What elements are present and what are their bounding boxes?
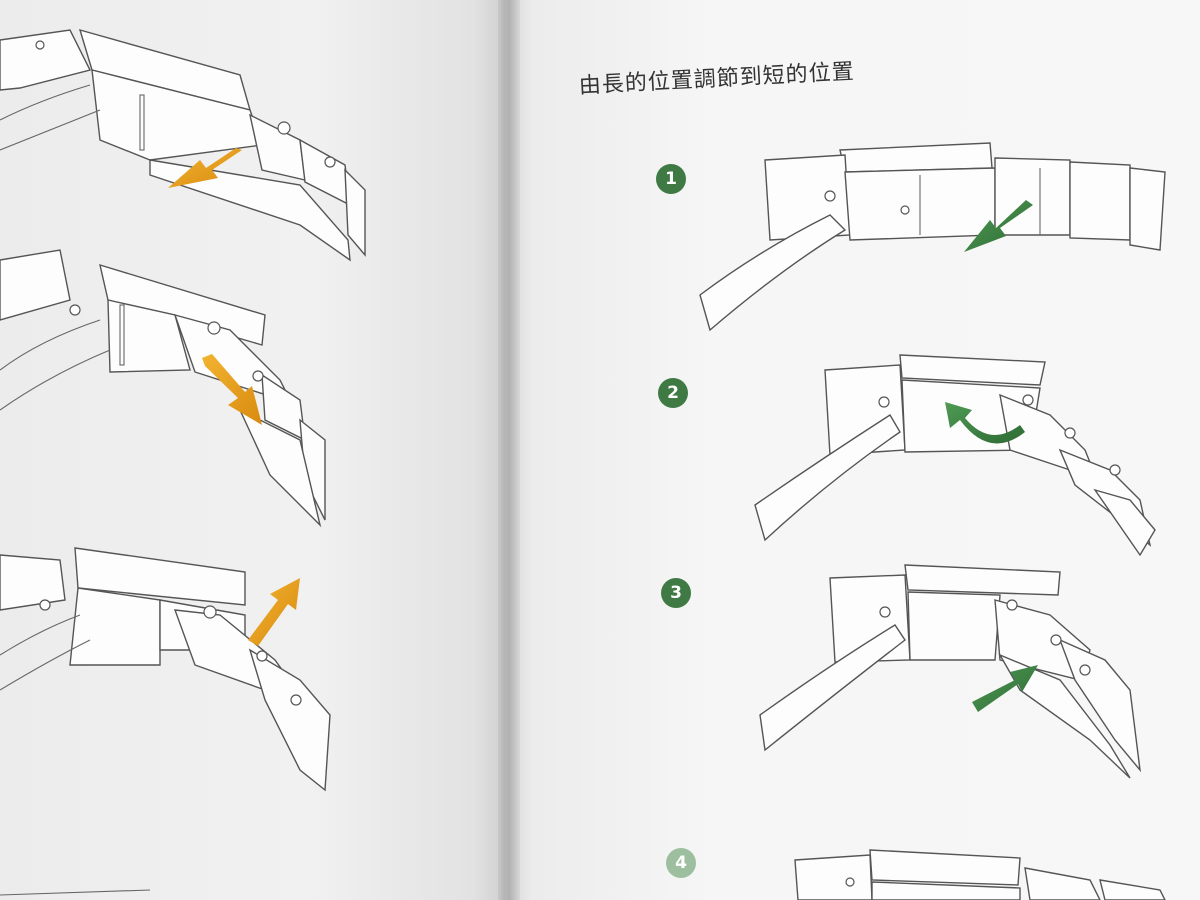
book-gutter	[498, 0, 520, 900]
step-3-illustration	[759, 564, 1141, 779]
orange-arrow-1	[168, 148, 242, 188]
green-arrow-3	[972, 665, 1038, 712]
left-bracelet-3	[0, 547, 331, 792]
orange-arrow-3	[248, 578, 300, 646]
step-2-illustration	[754, 354, 1156, 557]
step-4-illustration	[794, 849, 1166, 900]
left-bracelet-2	[0, 249, 326, 528]
step-4-badge: 4	[666, 848, 696, 878]
green-rotate-arrow-2	[945, 402, 1025, 444]
step-1-illustration	[699, 142, 1166, 332]
left-bottom-partial	[0, 889, 151, 896]
green-arrow-1	[964, 200, 1033, 252]
step-3-badge: 3	[661, 578, 691, 608]
step-1-badge: 1	[656, 164, 686, 194]
step-2-badge: 2	[658, 378, 688, 408]
left-bracelet-1	[0, 28, 366, 262]
orange-arrow-2	[202, 354, 262, 425]
